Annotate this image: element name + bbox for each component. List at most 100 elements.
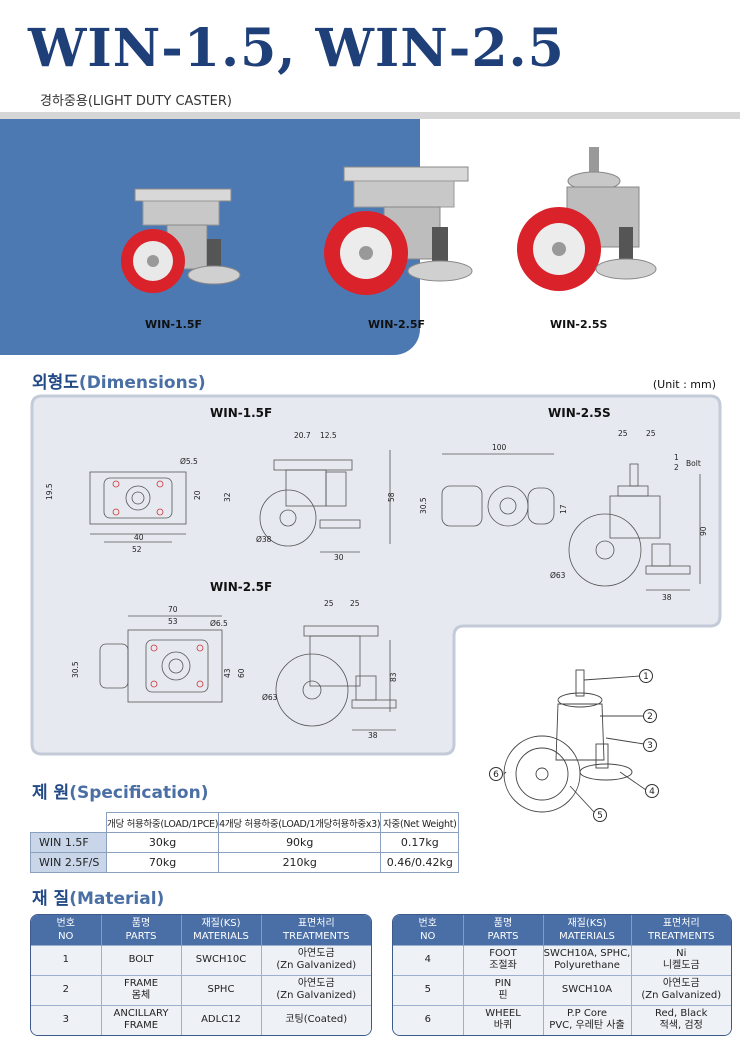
dim-label-win25s: WIN-2.5S <box>548 406 611 420</box>
dim-win15f-d5: 32 <box>223 492 232 502</box>
spec-load1: 70kg <box>105 852 220 873</box>
spec-header-load1: 개당 허용하중(LOAD/1PCE) <box>105 812 220 833</box>
material-table-right: 번호 NO 품명 PARTS 재질(KS) MATERIALS 표면처리 TRE… <box>392 914 732 1036</box>
photo-label-win15f: WIN-1.5F <box>145 318 202 331</box>
table-row: WIN 1.5F 30kg 90kg 0.17kg <box>30 832 460 853</box>
dim-win15f-d3: 52 <box>132 545 142 554</box>
material-table-left: 번호 NO 품명 PARTS 재질(KS) MATERIALS 표면처리 TRE… <box>30 914 372 1036</box>
dim-win25f-d9: 83 <box>389 672 398 682</box>
dimensions-heading-en: (Dimensions) <box>78 373 206 393</box>
material-parts: FOOT 조절좌 <box>463 944 544 975</box>
dim-win15f-d8: 12.5 <box>320 431 337 440</box>
dim-win25s-d2: 30.5 <box>419 497 428 514</box>
table-row: 1 BOLT SWCH10C 아연도금 (Zn Galvanized) <box>31 944 371 975</box>
dim-win15f-d7: 20.7 <box>294 431 311 440</box>
dim-win25s-bolt: Bolt <box>686 459 701 468</box>
caster-win15f-image <box>121 188 241 293</box>
material-materials: SWCH10C <box>181 944 262 975</box>
dim-win25s-d7: Ø63 <box>550 571 566 580</box>
dimensions-panel: 19.5 40 52 20 32 Ø5.5 20.7 12.5 58 Ø38 3… <box>30 394 722 756</box>
dim-label-win15f: WIN-1.5F <box>210 406 273 420</box>
product-photos <box>121 147 657 295</box>
material-treatments: 아연도금 (Zn Galvanized) <box>261 944 371 975</box>
dim-win25s-d1: 100 <box>492 443 507 452</box>
spec-load4: 90kg <box>218 832 382 853</box>
material-heading: 재 질(Material) <box>32 884 164 909</box>
material-treatments: 코팅(Coated) <box>261 1004 371 1035</box>
dim-win15f-d9: 58 <box>387 492 396 502</box>
photo-label-win25s: WIN-2.5S <box>550 318 608 331</box>
dim-win25s-d6: 90 <box>699 526 708 536</box>
callout-5: 5 <box>597 811 603 821</box>
material-parts: FRAME 몸체 <box>101 974 182 1005</box>
table-row: WIN 2.5F/S 70kg 210kg 0.46/0.42kg <box>30 852 460 873</box>
spec-load1: 30kg <box>105 832 220 853</box>
callout-3: 3 <box>647 741 653 751</box>
material-materials: P.P Core PVC, 우레탄 사출 <box>543 1004 632 1035</box>
page-title: WIN-1.5, WIN-2.5 <box>28 18 565 79</box>
dim-win15f-d1: 19.5 <box>45 483 54 500</box>
callout-4: 4 <box>649 787 655 797</box>
material-materials: SWCH10A <box>543 974 632 1005</box>
material-treatments: Ni 니켈도금 <box>631 944 731 975</box>
material-no: 5 <box>393 974 464 1005</box>
dim-win25s-bolt-num: 1 <box>674 453 679 462</box>
dim-win15f-d6: Ø5.5 <box>180 457 198 466</box>
spec-model: WIN 1.5F <box>30 832 107 853</box>
material-no: 6 <box>393 1004 464 1035</box>
material-heading-kr: 재 질 <box>32 889 70 909</box>
spec-header-load4: 4개당 허용하중(LOAD/1개당허용하중x3) <box>218 812 382 833</box>
photo-label-win25f: WIN-2.5F <box>368 318 425 331</box>
material-parts: WHEEL 바퀴 <box>463 1004 544 1035</box>
spec-heading-en: (Specification) <box>69 783 209 803</box>
spec-model: WIN 2.5F/S <box>30 852 107 873</box>
dimensions-heading: 외형도(Dimensions) <box>32 368 206 393</box>
dim-win15f-d11: 30 <box>334 553 344 562</box>
material-header-no: 번호 NO <box>393 915 464 945</box>
spec-weight: 0.17kg <box>380 832 460 853</box>
dim-win15f-d10: Ø38 <box>256 535 272 544</box>
material-no: 4 <box>393 944 464 975</box>
spec-weight: 0.46/0.42kg <box>380 852 460 873</box>
table-row: 4 FOOT 조절좌 SWCH10A, SPHC, Polyurethane N… <box>393 944 731 975</box>
dim-win25f-d10: Ø63 <box>262 693 278 702</box>
material-treatments: 아연도금 (Zn Galvanized) <box>631 974 731 1005</box>
material-treatments: Red, Black 적색, 검정 <box>631 1004 731 1035</box>
table-row: 5 PIN 핀 SWCH10A 아연도금 (Zn Galvanized) <box>393 974 731 1005</box>
dim-win25s-d5: 25 <box>646 429 656 438</box>
parts-diagram: 1 2 3 4 5 6 <box>489 669 659 822</box>
spec-header-weight: 자중(Net Weight) <box>380 812 460 833</box>
dim-win15f-d2: 40 <box>134 533 144 542</box>
callout-6: 6 <box>493 770 499 780</box>
dimensions-heading-kr: 외형도 <box>32 373 79 393</box>
table-row: 6 WHEEL 바퀴 P.P Core PVC, 우레탄 사출 Red, Bla… <box>393 1004 731 1035</box>
dim-win25s-d4: 25 <box>618 429 628 438</box>
spec-table: 개당 허용하중(LOAD/1PCE) 4개당 허용하중(LOAD/1개당허용하중… <box>30 812 460 873</box>
dim-win25f-d5: 43 <box>223 668 232 678</box>
dim-label-win25f: WIN-2.5F <box>210 580 273 594</box>
unit-label: (Unit : mm) <box>652 378 716 391</box>
dim-win25f-d11: 38 <box>368 731 378 740</box>
header-divider <box>0 112 740 119</box>
material-no: 3 <box>31 1004 102 1035</box>
callout-1: 1 <box>643 672 649 682</box>
dim-win25f-d4: 30.5 <box>71 661 80 678</box>
dim-win25f-d3: Ø6.5 <box>210 619 228 628</box>
dim-win25s-d3: 17 <box>559 504 568 514</box>
dim-win15f-d4: 20 <box>193 490 202 500</box>
page-subtitle: 경하중용(LIGHT DUTY CASTER) <box>40 94 232 109</box>
material-no: 1 <box>31 944 102 975</box>
callout-2: 2 <box>647 712 653 722</box>
material-header-treatments: 표면처리 TREATMENTS <box>631 915 731 945</box>
table-row: 2 FRAME 몸체 SPHC 아연도금 (Zn Galvanized) <box>31 974 371 1005</box>
spec-heading-kr: 제 원 <box>32 783 70 803</box>
material-heading-en: (Material) <box>69 889 165 909</box>
dim-win25s-bolt-den: 2 <box>674 463 679 472</box>
material-materials: ADLC12 <box>181 1004 262 1035</box>
caster-win25f-image <box>324 166 473 295</box>
dim-win25f-d8: 25 <box>350 599 360 608</box>
material-materials: SPHC <box>181 974 262 1005</box>
material-header-materials: 재질(KS) MATERIALS <box>543 915 632 945</box>
material-treatments: 아연도금 (Zn Galvanized) <box>261 974 371 1005</box>
material-parts: BOLT <box>101 944 182 975</box>
